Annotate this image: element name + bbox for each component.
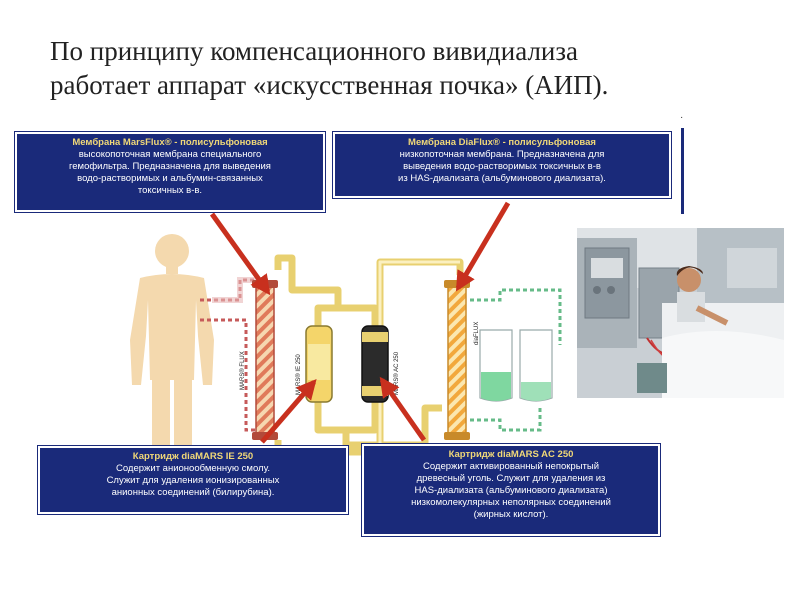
diaflux-label: diaFLUX [474,322,480,345]
ie250-box-line: анионных соединений (билирубина). [111,487,275,498]
decorative-dot: · [680,112,684,123]
marsflux-info-box: Мембрана MarsFlux® - полисульфоновая выс… [14,131,326,213]
ac250-label: MARS® AC 250 [393,351,400,395]
divider-line [681,128,684,214]
red-arrow-icon [209,201,511,444]
marsflux-box-line: водо-растворимых и альбумин-связанных [77,173,263,184]
ie250-box-title: Картридж diaMARS IE 250 [132,451,254,462]
diaflux-membrane-column [447,284,467,436]
marsflux-box-line: токсичных в-в. [137,185,203,196]
marsflux-membrane-column [255,284,275,436]
human-silhouette-icon [130,234,214,448]
diaflux-box-line: низкопоточная мембрана. Предназначена дл… [399,149,605,160]
patient-dialysis-photo [577,228,784,398]
ac250-box-line: Содержит активированный непокрытый [422,461,600,472]
diaflux-box-title: Мембрана DiaFlux® - полисульфоновая [408,137,596,148]
ac250-info-box: Картридж diaMARS AC 250 Содержит активир… [361,443,661,537]
ac250-box-line: низкомолекулярных неполярных соединений [411,497,611,508]
ac250-box-line: (жирных кислот). [473,509,549,520]
patient-photo-image [577,228,784,398]
ie250-info-box: Картридж diaMARS IE 250 Содержит анионоо… [37,445,349,515]
ie250-box-line: Служит для удаления ионизированных [106,475,280,486]
marsflux-box-title: Мембрана MarsFlux® - полисульфоновая [72,137,268,148]
title-line-1: По принципу компенсационного вивидиализа [50,36,579,66]
slide-title: По принципу компенсационного вивидиализа… [50,34,770,102]
title-line-2: работает аппарат «искусственная почка» (… [50,70,609,100]
marsflux-box-line: гемофильтра. Предназначена для выведения [69,161,271,172]
ie250-box-line: Содержит анионообменную смолу. [115,463,271,474]
ac250-box-title: Картридж diaMARS AC 250 [448,449,574,460]
ie250-label: MARS® IE 250 [295,354,302,395]
marsflux-box-line: высокопоточная мембрана специального [78,149,262,160]
ac250-box-line: HAS-диализата (альбуминового диализата) [414,485,608,496]
marsflux-label: MARS® FLUX [239,351,246,390]
diaflux-info-box: Мембрана DiaFlux® - полисульфоновая низк… [332,131,672,199]
diaflux-box-line: выведения водо-растворимых токсичных в-в [403,161,601,172]
diaflux-box-line: из HAS-диализата (альбуминового диализат… [398,173,606,184]
dialysate-bag-right [519,329,553,402]
dialysate-bag-left [479,329,513,402]
ac250-box-line: древесный уголь. Служит для удаления из [416,473,606,484]
